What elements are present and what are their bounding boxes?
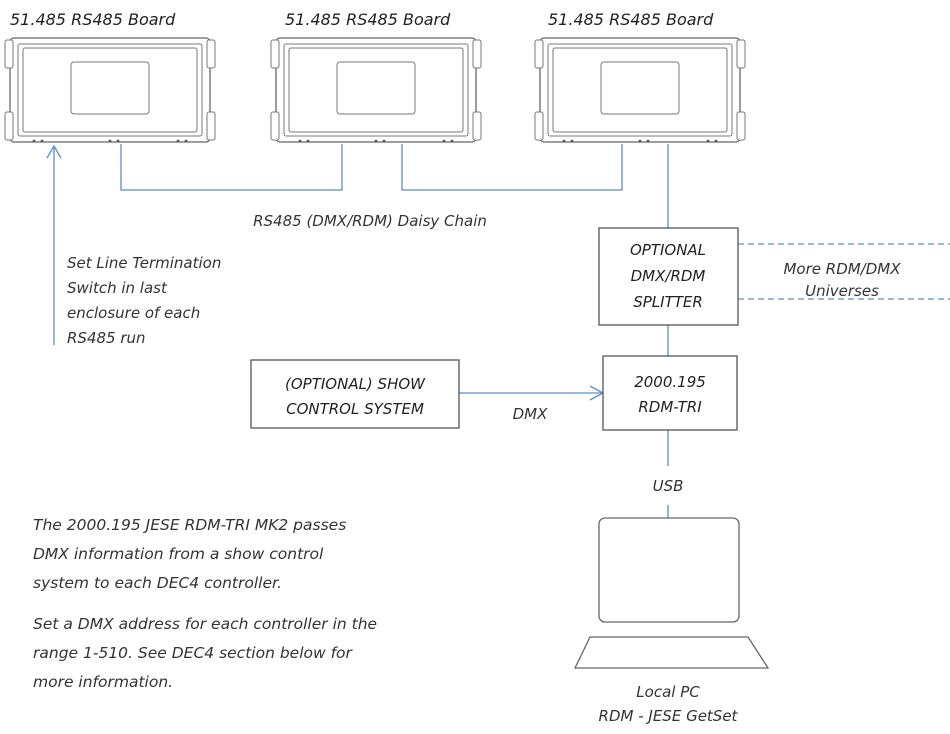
usb-label: USB	[653, 477, 684, 495]
show-control-line-1: (OPTIONAL) SHOW	[285, 375, 426, 393]
local-pc-icon	[573, 517, 770, 669]
note-2-line-2: range 1-510. See DEC4 section below for	[33, 644, 354, 662]
show-control-line-2: CONTROL SYSTEM	[286, 400, 424, 418]
splitter-line-1: OPTIONAL	[630, 241, 706, 259]
termination-label-line-4: RS485 run	[67, 329, 146, 347]
splitter-line-2: DMX/RDM	[631, 267, 706, 285]
rdm-tri-line-1: 2000.195	[634, 373, 706, 391]
pc-keyboard	[573, 636, 770, 669]
note-1-line-1: The 2000.195 JESE RDM-TRI MK2 passes	[33, 516, 346, 534]
rs485-board-enclosure-3	[534, 37, 746, 144]
show-control-box	[250, 359, 460, 429]
pc-label-line-1: Local PC	[636, 683, 700, 701]
splitter-line-3: SPLITTER	[633, 293, 703, 311]
rs485-board-enclosure-1	[4, 37, 216, 144]
note-1-line-3: system to each DEC4 controller.	[33, 574, 282, 592]
daisy-chain-wire-2	[401, 144, 623, 191]
pc-monitor	[598, 517, 740, 623]
termination-label-line-1: Set Line Termination	[67, 254, 221, 272]
more-universes-line-2: Universes	[805, 282, 879, 300]
termination-label-line-2: Switch in last	[67, 279, 168, 297]
more-universes-line-1: More RDM/DMX	[783, 260, 901, 278]
note-1-line-2: DMX information from a show control	[33, 545, 324, 563]
rs485-board-enclosure-2	[270, 37, 482, 144]
rdm-tri-line-2: RDM-TRI	[638, 398, 702, 416]
daisy-chain-label: RS485 (DMX/RDM) Daisy Chain	[253, 212, 487, 230]
dmx-label: DMX	[513, 405, 548, 423]
pc-label-line-2: RDM - JESE GetSet	[599, 707, 739, 725]
board-2-title: 51.485 RS485 Board	[285, 10, 451, 29]
termination-arrow-head	[46, 144, 62, 159]
board-3-title: 51.485 RS485 Board	[548, 10, 714, 29]
rdm-tri-box	[602, 355, 738, 431]
splitter-box	[598, 227, 739, 326]
board-1-title: 51.485 RS485 Board	[10, 10, 176, 29]
note-2-line-3: more information.	[33, 673, 173, 691]
daisy-chain-wire-1	[120, 144, 343, 191]
note-2-line-1: Set a DMX address for each controller in…	[33, 615, 377, 633]
termination-label-line-3: enclosure of each	[67, 304, 200, 322]
